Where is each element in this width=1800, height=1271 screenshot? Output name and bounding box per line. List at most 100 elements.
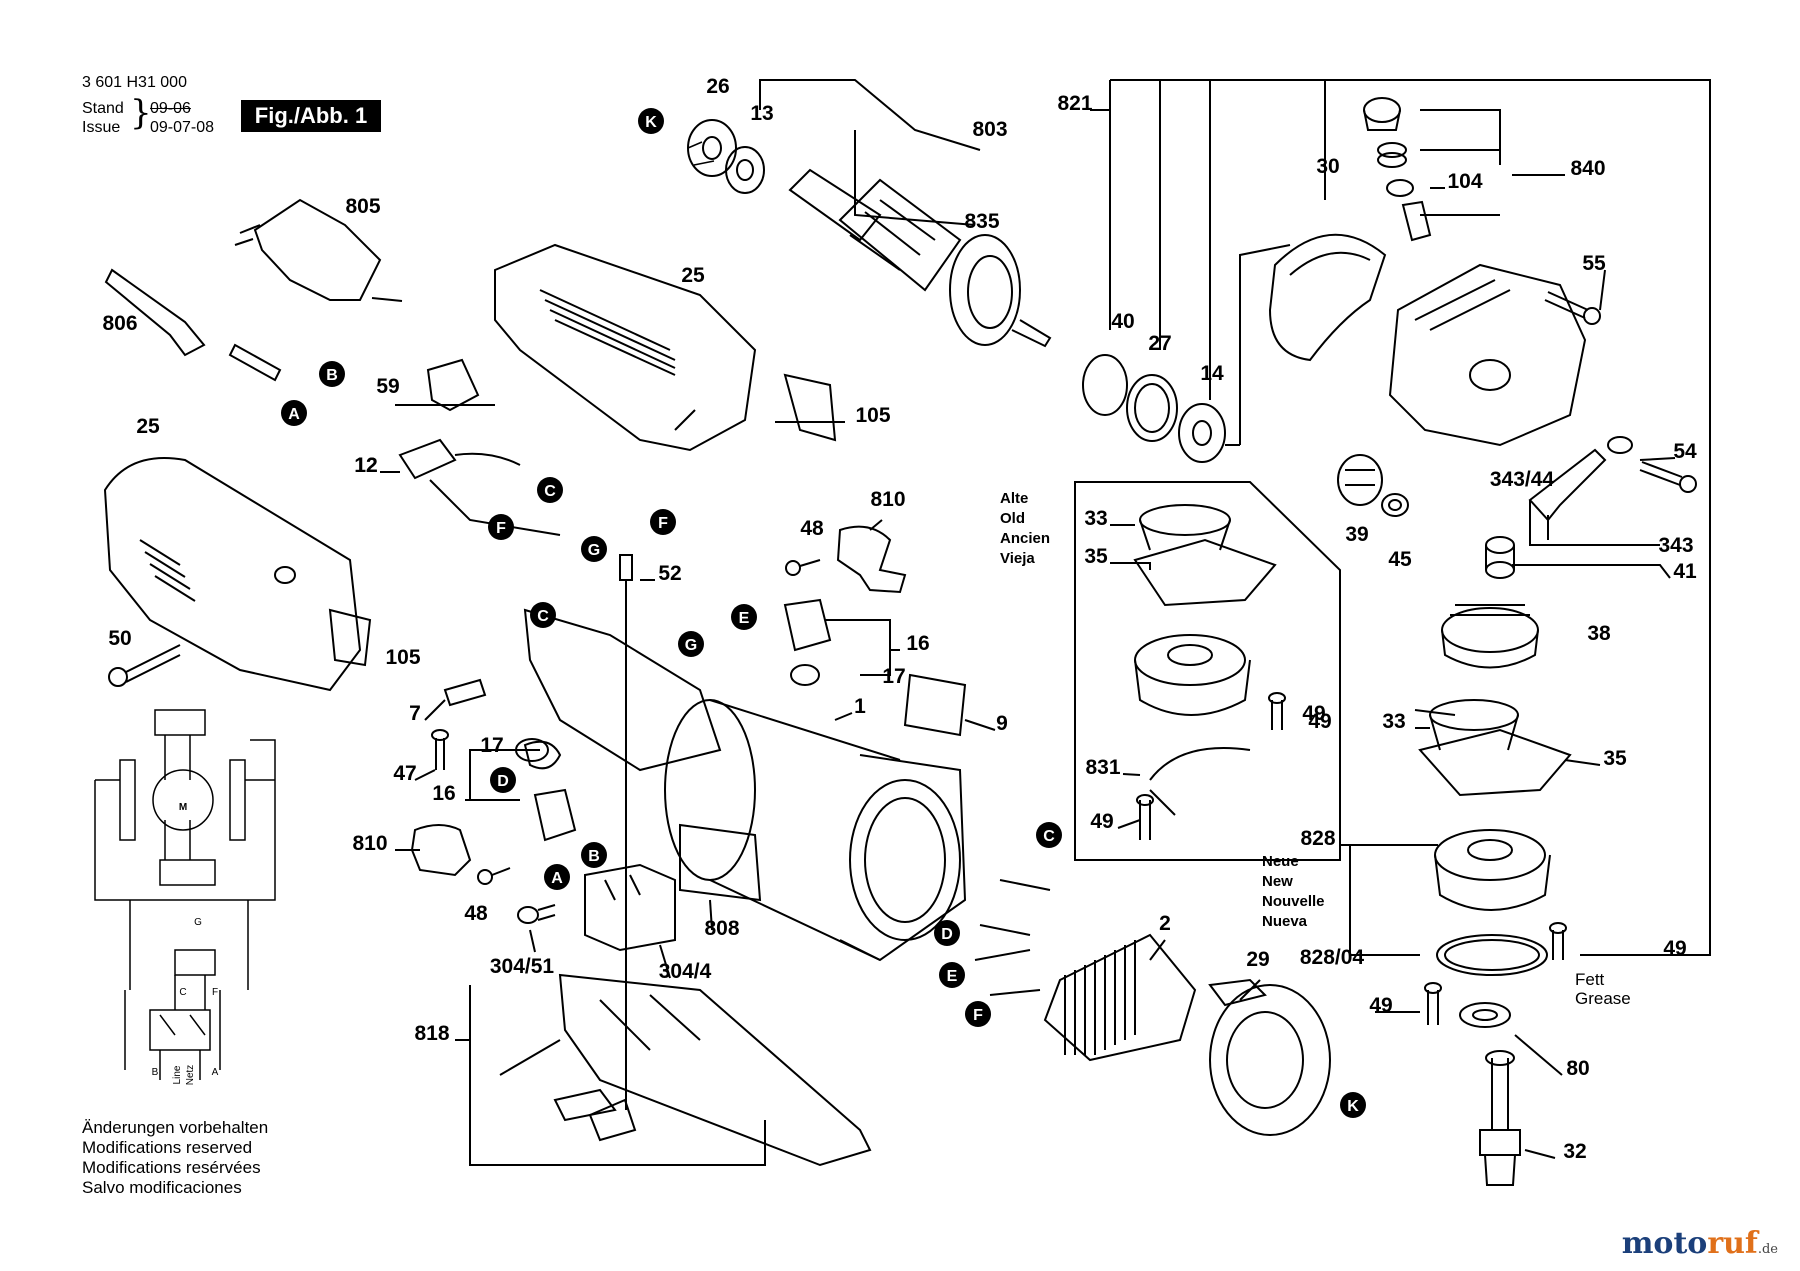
- connector-bubble-B-11: B: [581, 842, 607, 868]
- leader-line-1: [854, 130, 976, 226]
- grease-note-en: Grease: [1575, 989, 1631, 1008]
- part-label-304-51: 304/51: [490, 955, 555, 978]
- leader-line-6: [1225, 244, 1291, 446]
- leader-line-19: [1414, 709, 1601, 766]
- schematic-label-c: C: [179, 987, 186, 998]
- leader-line-28: [1149, 939, 1166, 961]
- leader-line-34: [1110, 524, 1151, 570]
- part-label-13: 13: [750, 102, 773, 125]
- connector-bubble-letter: K: [1347, 1098, 1359, 1115]
- leader-line-33: [414, 769, 436, 781]
- connector-bubble-D-14: D: [934, 920, 960, 946]
- part-label-49-alt-10: 49: [1663, 937, 1686, 960]
- connector-bubble-E-15: E: [939, 962, 965, 988]
- leader-line-3: [1159, 80, 1326, 400]
- connector-bubble-letter: G: [685, 637, 697, 654]
- part-label-38: 38: [1587, 622, 1611, 645]
- part-label-48-alt-5: 48: [464, 902, 488, 925]
- stand-label: Stand: [82, 100, 124, 117]
- connector-bubble-circle: [939, 962, 965, 988]
- field-coil-2: [974, 879, 1197, 1062]
- connector-bubble-letter: G: [588, 542, 600, 559]
- part-label-806: 806: [102, 312, 137, 335]
- housing-25-top: [494, 243, 757, 452]
- armature-835: [788, 168, 1052, 348]
- part-label-16: 16: [906, 632, 929, 655]
- screw-55: [1544, 291, 1601, 325]
- bearing-13: [725, 146, 765, 194]
- connector-12: [398, 438, 561, 536]
- switch-59: [426, 358, 480, 412]
- base-plate-818: [499, 973, 872, 1167]
- leader-line-31: [964, 719, 996, 731]
- screw-49-lower: [1424, 982, 1442, 1025]
- legend-old-es: Vieja: [1000, 550, 1035, 567]
- part-label-831: 831: [1085, 756, 1120, 779]
- connector-bubble-K-0: K: [638, 108, 664, 134]
- connector-bubble-C-7: C: [530, 602, 556, 628]
- old-version-frame: [1074, 481, 1341, 861]
- connector-bubble-letter: A: [551, 870, 563, 887]
- ring-27: [1126, 374, 1178, 442]
- leader-line-24: [455, 985, 766, 1166]
- leader-line-16: [1639, 457, 1676, 461]
- connector-bubble-circle: [490, 767, 516, 793]
- leader-lines: [380, 79, 1711, 1166]
- connector-bubble-C-13: C: [1036, 822, 1062, 848]
- part-label-49: 49: [1308, 710, 1331, 733]
- part-label-25-alt-0: 25: [136, 415, 160, 438]
- switch-304-4: [584, 863, 676, 952]
- stand-date: 09-06: [150, 100, 191, 117]
- watermark-logo: motoruf.de: [1621, 1226, 1778, 1261]
- connector-bubble-circle: [731, 604, 757, 630]
- part-label-26: 26: [706, 75, 729, 98]
- part-label-39: 39: [1345, 523, 1368, 546]
- clip-7: [443, 678, 487, 707]
- footer-line-de: Änderungen vorbehalten: [82, 1118, 269, 1137]
- connector-bubble-letter: C: [537, 608, 549, 625]
- brush-810-lower: [410, 824, 472, 877]
- footer-line-es: Salvo modificaciones: [82, 1178, 242, 1197]
- part-label-821: 821: [1057, 92, 1092, 115]
- legend-old-de: Alte: [1000, 490, 1029, 507]
- schematic-label-a: A: [212, 1067, 219, 1078]
- connector-bubble-C-3: C: [537, 477, 563, 503]
- part-label-35-alt-6: 35: [1084, 545, 1108, 568]
- schematic-label-b: B: [152, 1067, 159, 1078]
- legend-new-es: Nueva: [1262, 913, 1308, 930]
- part-label-48: 48: [800, 517, 824, 540]
- connector-bubble-circle: [319, 361, 345, 387]
- part-label-828: 828: [1300, 827, 1335, 850]
- connector-bubble-letter: F: [496, 520, 506, 537]
- part-label-49-alt-8: 49: [1302, 702, 1325, 725]
- spindle-32: [1479, 1050, 1521, 1186]
- leader-line-2: [1090, 79, 1711, 956]
- screw-304-51: [517, 904, 556, 924]
- footer-notice: Änderungen vorbehalten Modifications res…: [82, 1118, 268, 1198]
- part-label-27: 27: [1148, 332, 1171, 355]
- part-label-304-4: 304/4: [659, 960, 712, 983]
- leader-line-15: [1599, 269, 1606, 311]
- screw-47: [431, 729, 449, 770]
- part-label-40: 40: [1111, 310, 1134, 333]
- connector-bubble-letter: F: [658, 515, 668, 532]
- label-plate-9: [903, 673, 967, 737]
- leader-line-18: [1512, 564, 1671, 579]
- schematic-label-f: F: [212, 987, 218, 998]
- part-label-17-alt-3: 17: [480, 734, 503, 757]
- part-label-1: 1: [854, 695, 866, 718]
- part-label-29: 29: [1246, 948, 1269, 971]
- spring-17-lower: [523, 740, 562, 770]
- issue-label: Issue: [82, 119, 121, 136]
- leader-line-4: [1420, 109, 1565, 216]
- brush-plate-805: [234, 198, 403, 302]
- connector-bubble-letter: C: [544, 483, 556, 500]
- connector-bubble-F-6: F: [650, 509, 676, 535]
- flange-828: [1434, 829, 1551, 911]
- document-number: 3 601 H31 000: [82, 74, 187, 91]
- connector-bubble-circle: [650, 509, 676, 535]
- screw-54: [1639, 461, 1697, 493]
